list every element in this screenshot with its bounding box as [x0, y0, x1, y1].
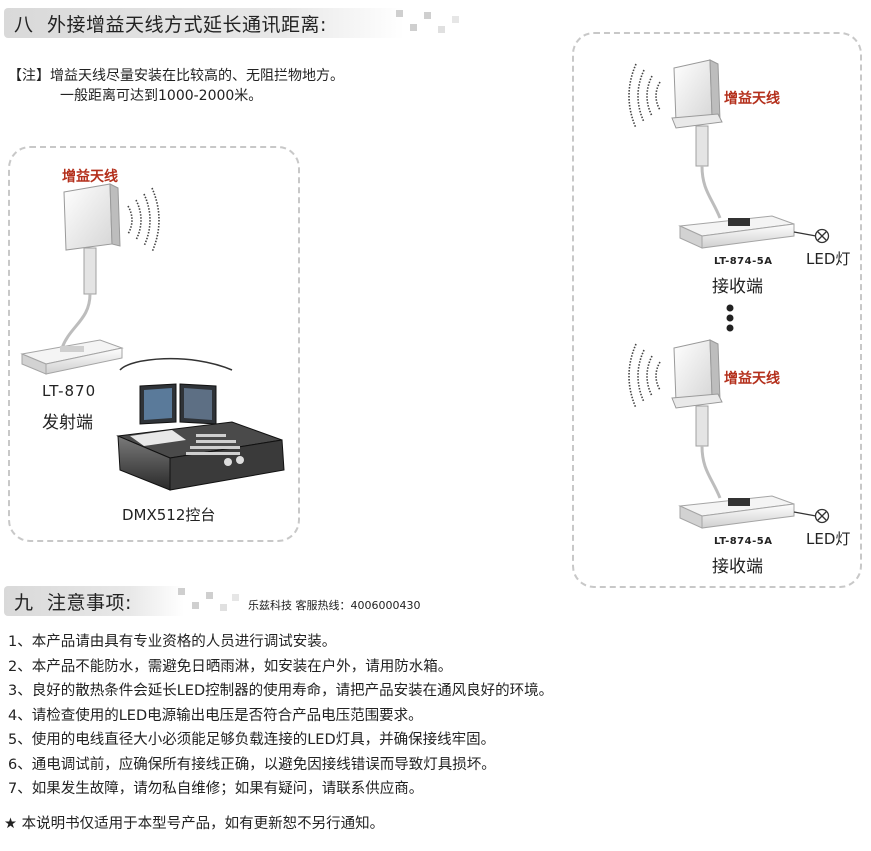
load-wire [793, 231, 817, 237]
receiver-1-model: LT-874-5A [714, 256, 773, 267]
receiver-1-antenna-icon [671, 59, 723, 167]
signal-waves-icon [628, 63, 661, 129]
section-9-title: 注意事项: [47, 591, 132, 614]
section-8-number: 八 [14, 13, 34, 36]
dmx-console-icon [116, 357, 285, 491]
section-9-header: 九 注意事项: [4, 586, 244, 616]
receiver-diagram-box [572, 32, 862, 588]
signal-waves-icon [628, 343, 661, 409]
precautions-list: 1、本产品请由具有专业资格的人员进行调试安装。 2、本产品不能防水，需避免日晒雨… [8, 630, 858, 802]
signal-waves-icon [127, 187, 160, 253]
receiver-1-load: LED灯 [806, 250, 851, 268]
receiver-2-antenna-label: 增益天线 [724, 371, 780, 387]
transmitter-diagram-box [8, 146, 300, 542]
load-wire [793, 511, 817, 517]
lt-870-device-icon [20, 339, 124, 375]
footer-notice: ★ 本说明书仅适用于本型号产品，如有更新恕不另行通知。 [4, 816, 385, 832]
list-item: 5、使用的电线直径大小必须能足够负载连接的LED灯具，并确保接线牢固。 [8, 732, 496, 748]
receiver-diagram [628, 59, 830, 529]
list-item: 2、本产品不能防水，需避免日晒雨淋，如安装在户外，请用防水箱。 [8, 658, 453, 675]
antenna-cable [700, 165, 722, 219]
section-9-number: 九 [14, 591, 34, 614]
section-9-header-bar [4, 586, 184, 616]
antenna-cable [60, 293, 92, 349]
list-item: 7、如果发生故障，请勿私自维修；如果有疑问，请联系供应商。 [8, 781, 424, 797]
header-pixel-decoration [410, 24, 417, 31]
header-pixel-decoration [192, 602, 199, 609]
section-8-header-bar [4, 8, 404, 38]
receiver-2-device-icon [678, 495, 795, 529]
transmitter-diagram [20, 183, 285, 491]
section-8-header: 八 外接增益天线方式延长通讯距离: [4, 8, 464, 38]
section-8-note: 【注】增益天线尽量安装在比较高的、无阻拦物地方。 一般距离可达到1000-200… [8, 66, 344, 106]
receiver-1-device-icon [678, 215, 795, 249]
list-item: 3、良好的散热条件会延长LED控制器的使用寿命，请把产品安装在通风良好的环境。 [8, 683, 554, 699]
receiver-2-antenna-icon [671, 339, 723, 447]
note-tag: 【注】 [8, 68, 50, 84]
gain-antenna-icon [63, 183, 121, 295]
receiver-1-antenna-label: 增益天线 [724, 91, 780, 107]
console-label: DMX512控台 [122, 506, 216, 524]
list-item: 1、本产品请由具有专业资格的人员进行调试安装。 [8, 634, 337, 650]
transmitter-role: 发射端 [42, 413, 93, 433]
more-receivers-dots-icon [726, 304, 734, 332]
header-pixel-decoration [178, 588, 185, 595]
header-pixel-decoration [220, 604, 227, 611]
receiver-2-role: 接收端 [712, 557, 763, 577]
header-pixel-decoration [206, 592, 213, 599]
section-8-title: 外接增益天线方式延长通讯距离: [47, 13, 327, 36]
header-pixel-decoration [452, 16, 459, 23]
antenna-cable [700, 445, 722, 499]
list-item: 6、通电调试前，应确保所有接线正确，以避免因接线错误而导致灯具损坏。 [8, 756, 496, 773]
note-line-2: 一般距离可达到1000-2000米。 [60, 88, 263, 104]
header-pixel-decoration [438, 26, 445, 33]
led-lamp-icon [814, 508, 830, 524]
transmitter-model: LT-870 [42, 382, 97, 400]
header-pixel-decoration [424, 12, 431, 19]
service-hotline: 乐兹科技 客服热线：4006000430 [248, 599, 421, 612]
led-lamp-icon [814, 228, 830, 244]
receiver-1-role: 接收端 [712, 277, 763, 297]
list-item: 4、请检查使用的LED电源输出电压是否符合产品电压范围要求。 [8, 707, 423, 724]
header-pixel-decoration [396, 10, 403, 17]
header-pixel-decoration [232, 594, 239, 601]
transmitter-antenna-label: 增益天线 [62, 169, 118, 185]
receiver-2-load: LED灯 [806, 530, 851, 548]
note-line-1: 增益天线尽量安装在比较高的、无阻拦物地方。 [50, 68, 344, 84]
receiver-2-model: LT-874-5A [714, 536, 773, 547]
